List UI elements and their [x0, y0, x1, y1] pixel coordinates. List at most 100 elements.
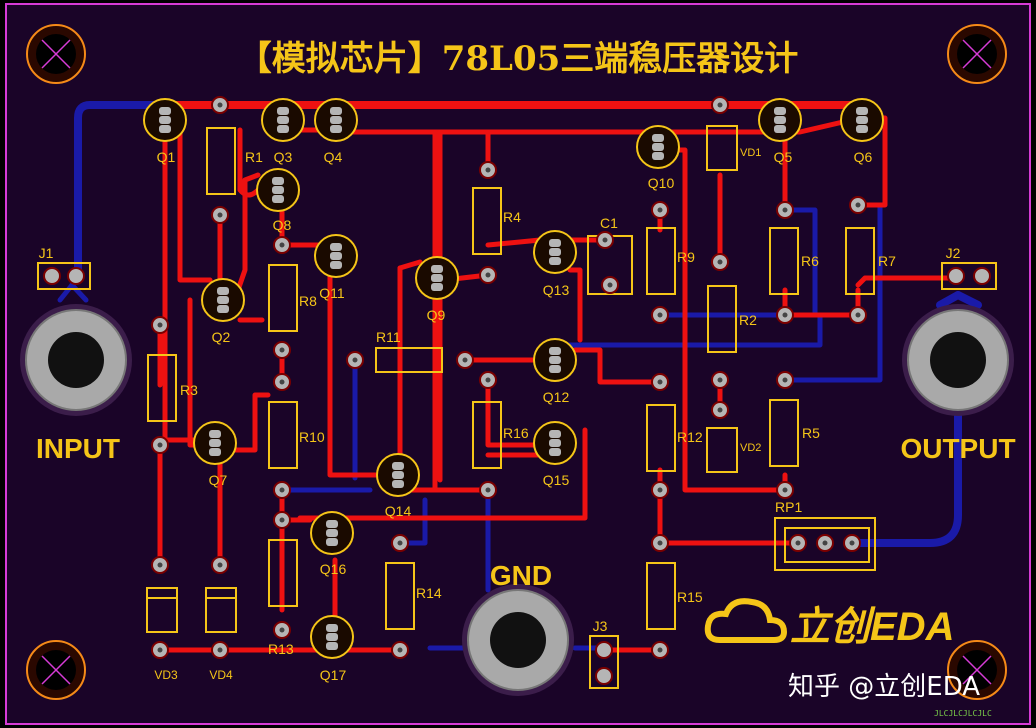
- resistor-bodies: [147, 127, 875, 630]
- label-r15: R15: [677, 589, 703, 605]
- transistor-pad: [272, 177, 284, 185]
- label-vd2: VD2: [740, 442, 761, 454]
- transistor-pad: [277, 107, 289, 115]
- transistor-pad: [330, 243, 342, 251]
- pad-hole: [157, 322, 163, 328]
- label-q17: Q17: [320, 667, 347, 683]
- transistor-pad: [549, 448, 561, 456]
- gnd-terminal[interactable]: [462, 584, 574, 696]
- label-vd1: VD1: [740, 147, 761, 159]
- label-r8: R8: [299, 293, 317, 309]
- label-q6: Q6: [854, 149, 873, 165]
- pad-hole: [352, 357, 358, 363]
- pad-hole: [717, 377, 723, 383]
- label-q10: Q10: [648, 175, 675, 191]
- header-j1: [37, 262, 91, 290]
- transistor-pad: [652, 134, 664, 142]
- transistor-pad: [217, 305, 229, 313]
- label-j2: J2: [946, 245, 961, 261]
- transistor-pad: [330, 116, 342, 124]
- transistor-pad: [159, 125, 171, 133]
- label-q9: Q9: [427, 307, 446, 323]
- label-q12: Q12: [543, 389, 570, 405]
- pad-hole: [217, 212, 223, 218]
- header-j3: [589, 635, 619, 689]
- mounting-hole-bl: [26, 640, 86, 700]
- label-q8: Q8: [273, 217, 292, 233]
- label-q3: Q3: [274, 149, 293, 165]
- mounting-hole-tr: [947, 24, 1007, 84]
- pad-hole: [279, 379, 285, 385]
- transistor-pad: [326, 529, 338, 537]
- transistor-pad: [272, 195, 284, 203]
- pad-hole: [717, 259, 723, 265]
- transistor-pad: [856, 107, 868, 115]
- transistor-pad: [217, 287, 229, 295]
- pad-hole: [485, 272, 491, 278]
- label-r1: R1: [245, 149, 263, 165]
- pad-hole: [279, 517, 285, 523]
- pad-hole: [849, 540, 855, 546]
- pad-hole: [217, 647, 223, 653]
- pad-hole: [485, 377, 491, 383]
- label-j3: J3: [593, 618, 608, 634]
- label-c1: C1: [600, 215, 618, 231]
- board-title: 【模拟芯片】78L05三端稳压器设计: [238, 39, 799, 79]
- bottom-copper: [57, 101, 982, 651]
- pad-hole: [485, 167, 491, 173]
- transistor-pad: [326, 520, 338, 528]
- pad-hole: [157, 562, 163, 568]
- transistor-pad: [217, 296, 229, 304]
- jlc-mark: JLCJLCJLCJLC: [934, 709, 992, 718]
- pads: [151, 96, 868, 659]
- transistor-pad: [272, 186, 284, 194]
- pad-hole: [657, 487, 663, 493]
- pad-hole: [157, 442, 163, 448]
- transistor-pad: [159, 116, 171, 124]
- label-q7: Q7: [209, 472, 228, 488]
- cloud-icon: [704, 598, 788, 643]
- transistor-pad: [326, 633, 338, 641]
- transistor-pad: [392, 471, 404, 479]
- pad-hole: [855, 312, 861, 318]
- zhihu-watermark: 知乎 @立创EDA: [788, 672, 980, 702]
- transistor-pad: [330, 261, 342, 269]
- label-vd3: VD3: [154, 668, 178, 682]
- transistor-pad: [277, 116, 289, 124]
- input-label: INPUT: [36, 433, 120, 464]
- label-r13: R13: [268, 641, 294, 657]
- pad-hole: [157, 647, 163, 653]
- pad-hole: [855, 202, 861, 208]
- input-terminal[interactable]: [20, 304, 132, 416]
- label-r16: R16: [503, 425, 529, 441]
- potentiometer-rp1: [774, 517, 876, 571]
- label-rp1: RP1: [775, 499, 802, 515]
- label-r4: R4: [503, 209, 521, 225]
- label-r12: R12: [677, 429, 703, 445]
- brand-name: 立创EDA: [790, 605, 954, 649]
- pad-hole: [795, 540, 801, 546]
- pad-hole: [462, 357, 468, 363]
- pad-hole: [782, 377, 788, 383]
- pad-hole: [217, 102, 223, 108]
- pad-hole: [782, 207, 788, 213]
- pad-hole: [607, 282, 613, 288]
- pad-hole: [822, 540, 828, 546]
- pad-hole: [279, 627, 285, 633]
- output-terminal[interactable]: [902, 304, 1014, 416]
- transistor-pad: [330, 125, 342, 133]
- transistor-pad: [549, 439, 561, 447]
- pad-hole: [717, 102, 723, 108]
- mounting-hole-br: [947, 640, 1007, 700]
- transistor-pad: [330, 107, 342, 115]
- transistor-pad: [774, 125, 786, 133]
- transistor-pad: [330, 252, 342, 260]
- transistor-pad: [549, 257, 561, 265]
- transistor-pad: [209, 448, 221, 456]
- transistor-pad: [431, 283, 443, 291]
- label-q16: Q16: [320, 561, 347, 577]
- mounting-hole-tl: [26, 24, 86, 84]
- output-label: OUTPUT: [900, 433, 1015, 464]
- label-r5: R5: [802, 425, 820, 441]
